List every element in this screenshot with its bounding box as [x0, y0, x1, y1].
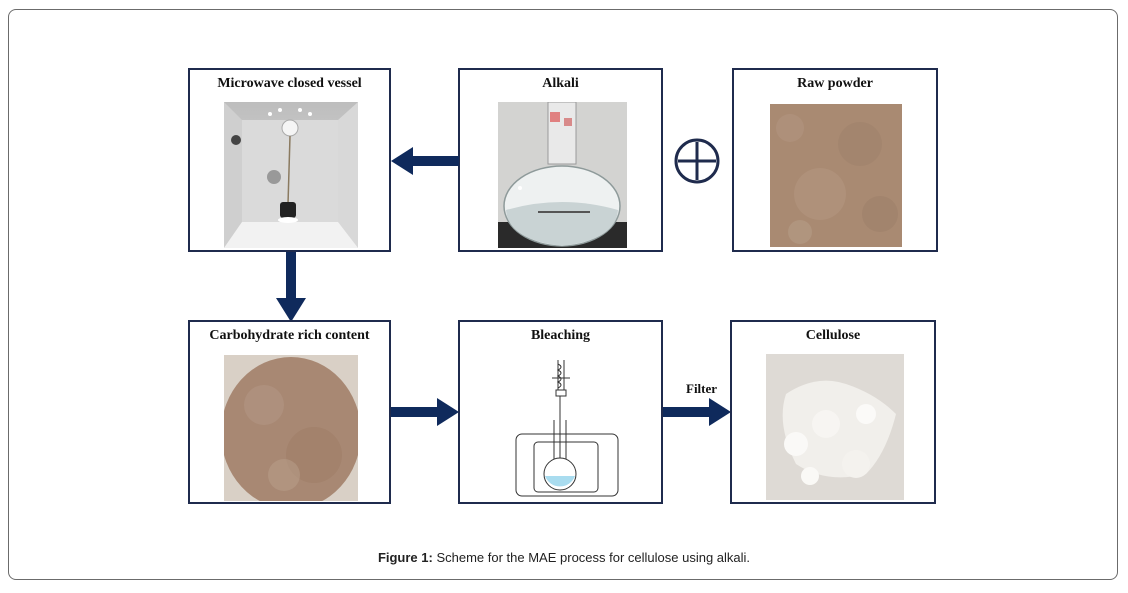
arrow-left-icon: [391, 145, 459, 177]
cellulose-photo: [766, 354, 904, 500]
carbohydrate-box: Carbohydrate rich content: [188, 320, 391, 504]
figure-caption: Figure 1: Scheme for the MAE process for…: [0, 550, 1128, 565]
alkali-photo: [498, 102, 627, 248]
bleaching-box: Bleaching: [458, 320, 663, 504]
carbohydrate-photo: [224, 355, 358, 501]
alkali-title: Alkali: [542, 76, 579, 91]
alkali-box: Alkali: [458, 68, 663, 252]
caption-text: Scheme for the MAE process for cellulose…: [432, 550, 751, 565]
microwave-box: Microwave closed vessel: [188, 68, 391, 252]
microwave-photo: [224, 102, 358, 248]
raw-powder-photo: [770, 104, 902, 247]
microwave-title: Microwave closed vessel: [217, 76, 362, 91]
bleaching-apparatus-icon: [512, 360, 622, 500]
raw-powder-box: Raw powder: [732, 68, 938, 252]
arrow-right-icon: [391, 396, 459, 428]
caption-prefix: Figure 1:: [377, 550, 433, 565]
carbohydrate-title: Carbohydrate rich content: [209, 328, 370, 343]
arrow-right-filter-icon: [663, 396, 731, 428]
cellulose-box: Cellulose: [730, 320, 936, 504]
cellulose-title: Cellulose: [805, 328, 861, 343]
plus-circle-icon: [673, 137, 721, 185]
filter-label: Filter: [686, 381, 718, 396]
raw-powder-title: Raw powder: [797, 76, 873, 91]
arrow-down-icon: [276, 252, 306, 322]
bleaching-title: Bleaching: [530, 328, 591, 343]
